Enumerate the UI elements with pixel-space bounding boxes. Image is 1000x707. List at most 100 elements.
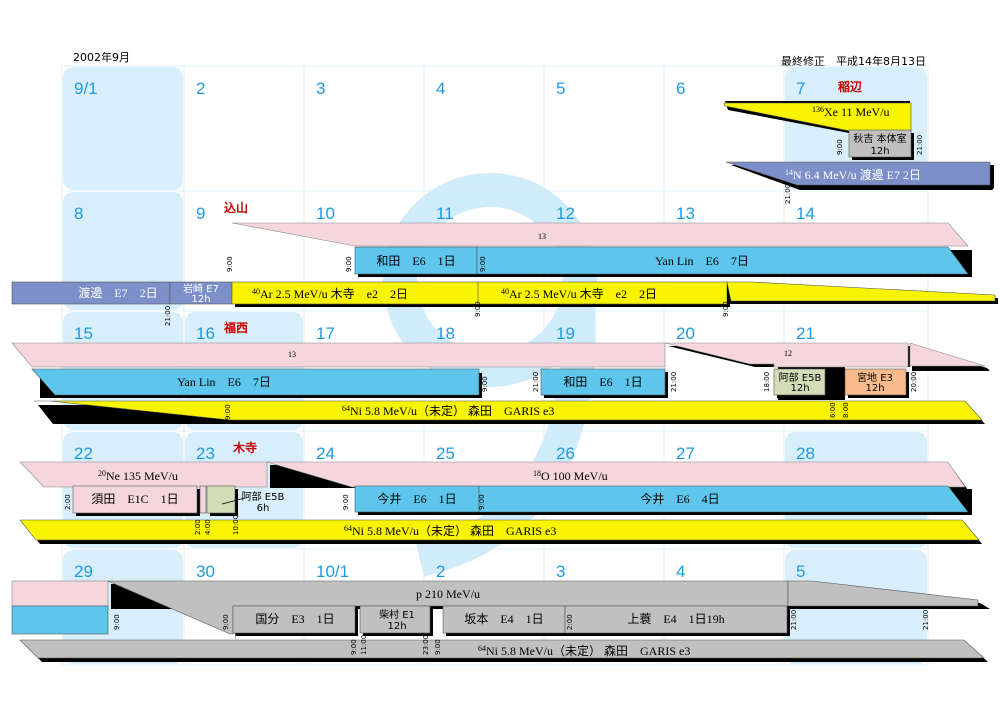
day-number: 12 [556,204,575,223]
day-number: 3 [316,79,325,98]
ne-main: Ne 135 MeV/u [106,469,178,483]
kamitsu-block[interactable]: 上蓑 E4 1日19h [564,605,790,636]
time-tick-label: 21:00 [790,610,798,630]
abe-block-1[interactable]: 阿部 E5B 12h [773,368,828,398]
o-main: O 100 MeV/u [541,469,608,483]
akiyoshi-block[interactable]: 秋吉 本体室 12h [848,129,914,160]
ar-main-2: Ar 2.5 MeV/u 木寺 e2 2日 [509,287,657,301]
time-tick-label: 21:00 [532,372,540,392]
yanlin-label-1: Yan Lin E6 7日 [655,254,749,268]
miyachi-block[interactable]: 宮地 E3 12h [844,368,909,398]
time-tick-label: 9:00 [226,256,234,272]
imai-block-2[interactable]: 今井 E6 4日 [478,485,972,515]
imai-block-1[interactable]: 今井 E6 1日 [354,485,482,515]
ni-isotope-w3: 64 [344,524,352,533]
day-number: 22 [74,444,93,463]
n-isotope: 14 [785,168,793,177]
o-beam[interactable]: 18O 100 MeV/u [266,461,968,490]
day-number: 19 [556,324,575,343]
day-number: 23 [196,444,215,463]
shibamura-block[interactable]: 柴村 E1 12h [359,605,433,636]
p-beam-label: p 210 MeV/u [416,587,480,601]
day-number: 9/1 [74,79,98,98]
day-number: 3 [556,562,565,581]
ne-beam[interactable]: 20Ne 135 MeV/u [19,461,268,488]
wada-block-2[interactable]: 和田 E6 1日 [540,368,668,398]
sakamoto-label: 坂本 E4 1日 [464,612,543,626]
day-number: 20 [676,324,695,343]
n-beam[interactable]: 14N 6.4 MeV/u 渡邊 E7 2日 [725,161,994,190]
time-tick-label: 9:00 [222,614,230,630]
ni-main-w4: Ni 5.8 MeV/u（未定） 森田 GARIS e3 [486,643,690,658]
watanabe-block[interactable]: 渡邊 E7 2日 [11,281,171,305]
abe-label-2: 阿部 E5B [242,490,285,503]
time-tick-label: 9:00 [836,139,844,155]
xe-main: Xe 11 MeV/u [824,105,890,119]
abe-hours-1: 12h [790,383,809,394]
c70-beam-w1[interactable]: 13 [231,222,969,247]
day-number: 7 [796,79,805,98]
time-tick-label: 11:00 [360,635,368,655]
c70-beam-w2[interactable]: 13 [11,342,666,368]
abe-block-2[interactable]: 阿部 E5B 6h [206,485,285,516]
yanlin-block-1[interactable]: Yan Lin E6 7日 [476,246,972,277]
time-tick-label: 9:00 [224,404,232,420]
sakamoto-block[interactable]: 坂本 E4 1日 [442,605,568,636]
time-tick-label: 9:00 [722,301,730,317]
day-number: 28 [796,444,815,463]
day-number: 16 [196,324,215,343]
day-number: 10/1 [316,562,349,581]
p-beam[interactable]: p 210 MeV/u [107,580,990,640]
yanlin-block-2[interactable]: Yan Lin E6 7日 [31,368,482,398]
time-tick-label: 4:00 [204,519,212,535]
iwasaki-block[interactable]: 岩崎 E7 12h [169,281,233,305]
akiyoshi-hours: 12h [870,146,889,157]
abe-label-1: 阿部 E5B [779,371,822,384]
day-number: 30 [196,562,215,581]
c70b-label: 13 [288,350,296,359]
day-number: 27 [676,444,695,463]
time-tick-label: 9:00 [478,494,486,510]
day-number: 5 [796,562,805,581]
watanabe-label: 渡邊 E7 2日 [78,285,157,300]
ne-label: 20Ne 135 MeV/u [98,469,178,483]
day-number: 4 [436,79,445,98]
day-number: 14 [796,204,815,223]
arrow-icon [221,497,246,505]
c70-isotope: 13 [538,232,546,241]
ni-beam-w2[interactable]: 64Ni 5.8 MeV/u（未定） 森田 GARIS e3 [34,400,985,424]
ni-beam-w4[interactable]: 64Ni 5.8 MeV/u（未定） 森田 GARIS e3 [19,639,988,662]
xe-isotope: 136 [812,105,824,114]
ni-main-w3: Ni 5.8 MeV/u（未定） 森田 GARIS e3 [352,523,556,538]
day-cell-highlight [63,67,183,190]
time-tick-label: 9:00 [113,614,121,630]
ni-beam-w3[interactable]: 64Ni 5.8 MeV/u（未定） 森田 GARIS e3 [19,519,982,544]
ar-beam[interactable]: 40Ar 2.5 MeV/u 木寺 e2 2日 40Ar 2.5 MeV/u 木… [231,281,998,307]
wada-block-1[interactable]: 和田 E6 1日 [354,246,480,277]
time-tick-label: 2:00 [64,494,72,510]
time-tick-label: 2:00 [566,614,574,630]
time-tick-label: 20:00 [910,372,918,392]
time-tick-label: 21:00 [922,610,930,630]
suda-block[interactable]: 須田 E1C 1日 [72,485,200,516]
time-tick-label: 21:00 [164,306,172,326]
kokubu-block[interactable]: 国分 E3 1日 [232,605,358,636]
day-number: 26 [556,444,575,463]
c70b-isotope: 13 [288,350,296,359]
ni-label-w3: 64Ni 5.8 MeV/u（未定） 森田 GARIS e3 [344,523,556,538]
time-tick-label: 9:00 [345,256,353,272]
iwasaki-label: 岩崎 E7 [183,282,219,295]
staff-annotation-w1: 込山 [224,200,248,215]
ni-isotope-w4: 64 [478,644,486,653]
xe-beam[interactable]: 136Xe 11 MeV/u [723,101,912,133]
day-number: 13 [676,204,695,223]
day-number: 21 [796,324,815,343]
time-tick-label: 9:00 [350,639,358,655]
day-number: 15 [74,324,93,343]
ar-isotope-1: 40 [252,287,260,296]
imai-label-2: 今井 E6 4日 [640,491,719,506]
kokubu-label: 国分 E3 1日 [255,612,334,626]
ar-isotope-2: 40 [501,287,509,296]
